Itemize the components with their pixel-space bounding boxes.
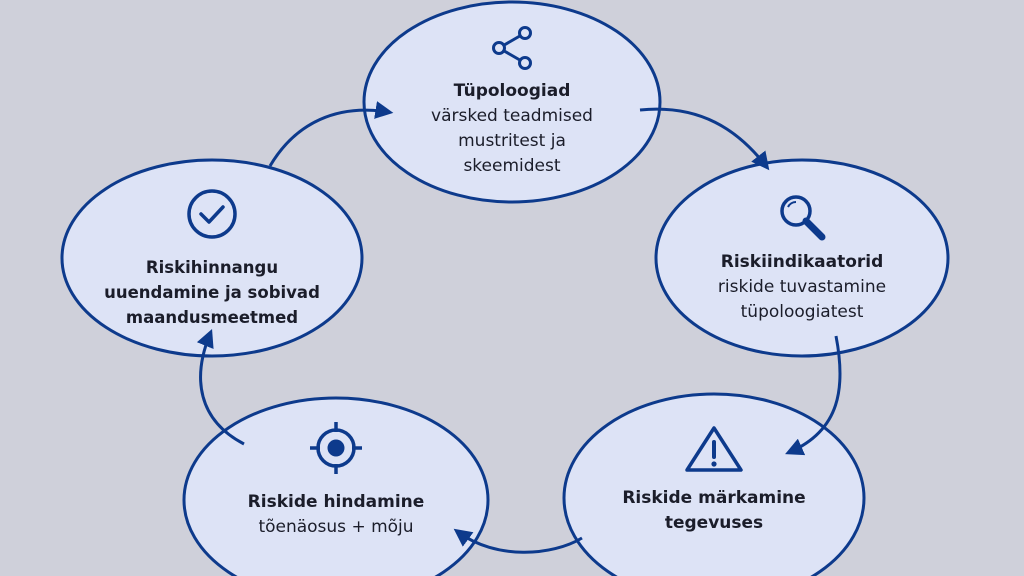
node-title-line: Riskihinnangu (145, 257, 279, 277)
node-subtitle-line: mustritest ja (458, 131, 566, 151)
node-risk-indicators-shape (654, 158, 950, 358)
node-risk-indicators: Riskiindikaatorid riskide tuvastamine tü… (656, 160, 948, 356)
node-title-line: Riskide märkamine (622, 488, 806, 508)
node-risk-assessment-shape (182, 396, 490, 576)
arrow-assessment-to-update (196, 329, 245, 446)
node-subtitle-line: värsked teadmised (431, 106, 593, 126)
node-subtitle-line: tüpoloogiatest (740, 301, 864, 322)
target-icon (308, 420, 364, 476)
node-subtitle-line: riskide tuvastamine (717, 276, 887, 297)
arrow-typologies-to-indicators (639, 107, 770, 171)
warning-icon (684, 424, 744, 474)
node-typologies: Tüpoloogiad värsked teadmised mustritest… (364, 2, 660, 202)
node-risk-update: Riskihinnangu uuendamine ja sobivad maan… (62, 160, 362, 356)
node-subtitle-line: tõenäosus + mõju (258, 517, 414, 537)
arrow-noticing-to-assessment (453, 528, 583, 554)
node-title: Tüpoloogiad (453, 81, 571, 101)
node-risk-update-shape (60, 158, 364, 358)
node-title: Riskide hindamine (247, 492, 425, 512)
arrow-update-to-typologies (268, 101, 394, 167)
node-risk-assessment: Riskide hindamine tõenäosus + mõju (184, 398, 488, 576)
node-title-line: uuendamine ja sobivad (104, 282, 320, 302)
checkmark-icon (185, 187, 239, 241)
node-risk-noticing: Riskide märkamine tegevuses (564, 394, 864, 576)
search-icon (775, 192, 829, 242)
arrow-indicators-to-noticing (785, 335, 842, 456)
node-title-line: tegevuses (664, 513, 764, 533)
node-title-line: maandusmeetmed (125, 307, 299, 327)
node-typologies-shape (362, 0, 662, 204)
share-icon (486, 25, 538, 71)
node-title: Riskiindikaatorid (720, 251, 884, 272)
node-subtitle-line: skeemidest (463, 156, 561, 176)
